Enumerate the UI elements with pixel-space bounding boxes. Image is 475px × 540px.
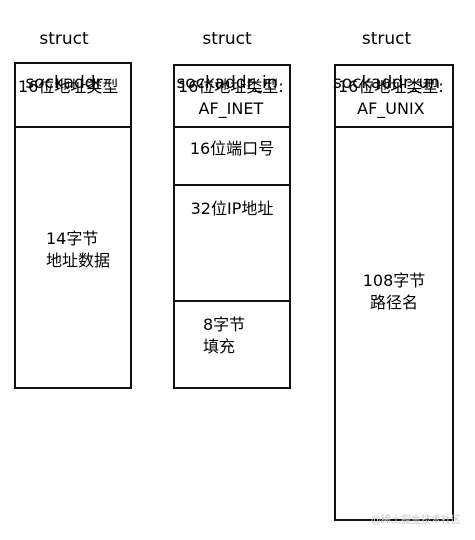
field-label: 16位地址类型 bbox=[18, 77, 119, 96]
sockaddr-in-family-field: 16位地址类型: AF_INET bbox=[175, 66, 289, 128]
struct-sockaddr-title: struct sockaddr bbox=[14, 6, 114, 94]
struct-sockaddr-un-title: struct sockaddr_un bbox=[329, 6, 444, 94]
title-line2: sockaddr bbox=[25, 73, 103, 93]
struct-sockaddr-in-title: struct sockaddr_in bbox=[172, 6, 282, 94]
sockaddr-un-box: 16位地址类型: AF_UNIX 108字节 路径名 bbox=[334, 64, 454, 521]
sockaddr-data-field: 14字节 地址数据 bbox=[16, 128, 130, 387]
field-label: 8字节 填充 bbox=[203, 315, 246, 356]
title-line2: sockaddr_in bbox=[176, 73, 278, 93]
sockaddr-un-path-field: 108字节 路径名 bbox=[336, 128, 452, 519]
sockaddr-family-field: 16位地址类型 bbox=[16, 64, 130, 128]
sockaddr-in-zero-field: 8字节 填充 bbox=[175, 302, 289, 387]
sockaddr-un-family-field: 16位地址类型: AF_UNIX bbox=[336, 66, 452, 128]
title-line1: struct bbox=[39, 29, 89, 49]
sockaddr-in-port-field: 16位端口号 bbox=[175, 128, 289, 186]
field-label: 32位IP地址 bbox=[190, 199, 274, 218]
field-label: 16位端口号 bbox=[189, 139, 275, 158]
sockaddr-in-addr-field: 32位IP地址 bbox=[175, 186, 289, 302]
field-label: 16位地址类型: AF_INET bbox=[178, 77, 284, 118]
field-label: 108字节 路径名 bbox=[362, 271, 426, 312]
sockaddr-in-box: 16位地址类型: AF_INET 16位端口号 32位IP地址 8字节 填充 bbox=[173, 64, 291, 389]
field-label: 14字节 地址数据 bbox=[46, 229, 111, 270]
field-label: 16位地址类型: AF_UNIX bbox=[338, 77, 444, 118]
title-line2: sockaddr_un bbox=[332, 73, 441, 93]
watermark: @稀土掘金技术社区 bbox=[371, 515, 461, 526]
title-line1: struct bbox=[202, 29, 252, 49]
sockaddr-box: 16位地址类型 14字节 地址数据 bbox=[14, 62, 132, 389]
title-line1: struct bbox=[361, 29, 412, 49]
